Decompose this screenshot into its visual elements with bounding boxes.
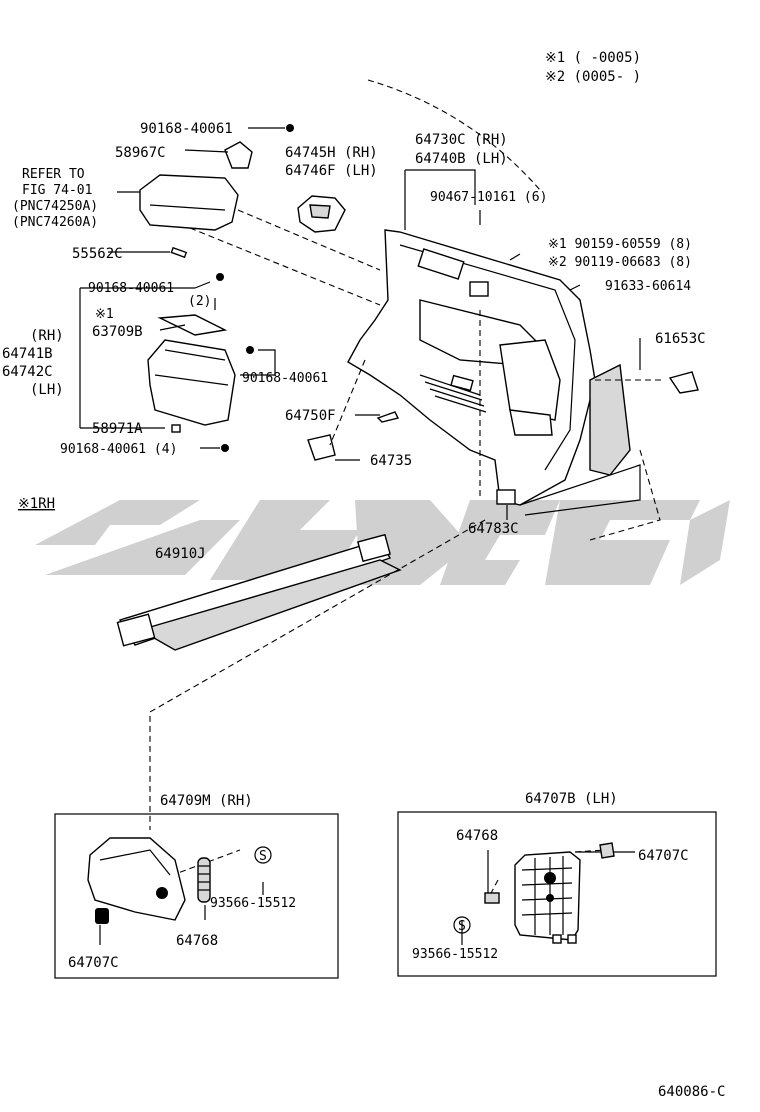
cover-64735 — [307, 411, 400, 461]
label-58971a: 58971A — [92, 421, 143, 437]
note-1: ※1 ( -0005) — [545, 50, 641, 66]
label-qty-2: (2) — [188, 294, 211, 309]
inset-rh-64768: 64768 — [176, 933, 218, 949]
tonneau-cover-64910j — [116, 533, 402, 651]
label-pnc74260a: (PNC74260A) — [12, 215, 98, 230]
label-64735: 64735 — [370, 453, 412, 469]
inset-box-rh: 64709M (RH) S 93566-15512 64768 64707C — [54, 793, 339, 979]
label-64742c: 64742C — [2, 364, 53, 380]
watermark-logo — [35, 500, 730, 585]
label-55562c: 55562C — [72, 246, 123, 262]
label-90168-40061-mid: 90168-40061 — [88, 281, 174, 296]
label-64783c: 64783C — [468, 521, 519, 537]
label-61653c: 61653C — [655, 331, 706, 347]
label-64910j: 64910J — [155, 546, 206, 562]
back-door-trim-panel — [347, 229, 641, 516]
label-90119-06683: ※2 90119-06683 (8) — [548, 255, 692, 270]
inset-rh-s-symbol: S — [259, 849, 267, 864]
label-rh: (RH) — [30, 328, 64, 344]
label-64740b: 64740B (LH) — [415, 151, 508, 167]
label-1rh: ※1RH — [18, 496, 55, 512]
label-90168-40061-bot: 90168-40061 (4) — [60, 442, 177, 457]
inset-box-lh: 64707B (LH) S 64768 64707C 93566-15512 — [397, 791, 717, 977]
label-90467-10161: 90467-10161 (6) — [430, 190, 547, 205]
label-lh: (LH) — [30, 382, 64, 398]
label-64750f: 64750F — [285, 408, 336, 424]
label-64741b: 64741B — [2, 346, 53, 362]
label-90168-40061-right: 90168-40061 — [242, 371, 328, 386]
hook-64745h — [297, 195, 346, 233]
label-90168-40061-top: 90168-40061 — [140, 121, 233, 137]
note-2: ※2 (0005- ) — [545, 69, 641, 85]
label-refer-to: REFER TO — [22, 167, 85, 182]
inset-lh-title: 64707B (LH) — [525, 791, 618, 807]
clip-64783c — [496, 489, 516, 505]
storage-box-64741b — [147, 246, 254, 452]
label-64730c: 64730C (RH) — [415, 132, 508, 148]
label-90159-60559: ※1 90159-60559 (8) — [548, 237, 692, 252]
label-58967c: 58967C — [115, 145, 166, 161]
label-fig-74-01: FIG 74-01 — [22, 183, 92, 198]
label-91633-60614: 91633-60614 — [605, 279, 691, 294]
clip-58967c — [224, 124, 294, 169]
inset-lh-s-symbol: S — [458, 919, 466, 934]
label-64745h: 64745H (RH) — [285, 145, 378, 161]
label-63709b: 63709B — [92, 324, 143, 340]
upper-cover-part — [139, 174, 239, 231]
inset-lh-93566-15512: 93566-15512 — [412, 947, 498, 962]
leader-lines — [79, 127, 641, 945]
clip-61653c — [668, 371, 699, 394]
inset-rh-93566-15512: 93566-15512 — [210, 896, 296, 911]
label-mark-1: ※1 — [95, 307, 114, 322]
inset-rh-title: 64709M (RH) — [160, 793, 253, 809]
label-pnc74250a: (PNC74250A) — [12, 199, 98, 214]
label-64746f: 64746F (LH) — [285, 163, 378, 179]
inset-rh-64707c: 64707C — [68, 955, 119, 971]
figure-code: 640086-C — [658, 1084, 725, 1100]
inset-lh-64768: 64768 — [456, 828, 498, 844]
inset-lh-64707c: 64707C — [638, 848, 689, 864]
